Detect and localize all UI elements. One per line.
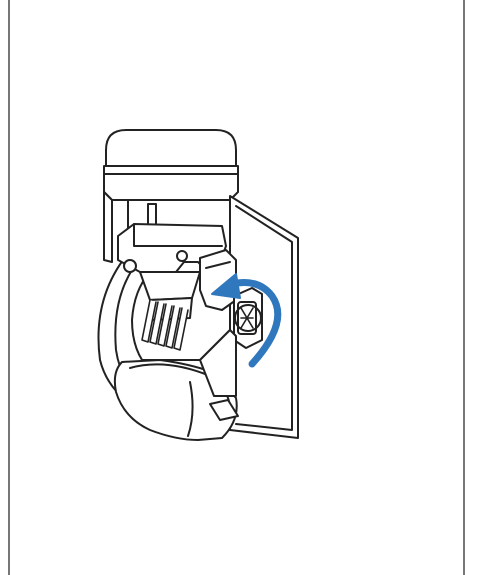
screw-knob-slot [240, 307, 254, 329]
rotate-arrow [211, 273, 282, 368]
side-bracket-face [205, 261, 231, 269]
top-cap-lip [103, 165, 239, 175]
housing-left-side [103, 191, 113, 263]
clip-teeth [141, 299, 189, 351]
housing-body [103, 173, 239, 201]
top-cap [105, 129, 237, 167]
clip-hole-right [176, 250, 188, 262]
rotate-arrow-head-icon [211, 273, 241, 299]
clip-hole-left [123, 259, 137, 273]
screw-knob-washer [234, 304, 262, 332]
clip-top-face [133, 223, 223, 247]
rotate-arrow-curve [228, 279, 282, 368]
base-plate-inner [235, 205, 293, 431]
clip-arm [139, 271, 201, 301]
clamp-tab [209, 399, 239, 421]
lower-block [199, 329, 237, 397]
clip-mount-drawing [97, 129, 299, 441]
clamp-band-edge [187, 381, 194, 437]
